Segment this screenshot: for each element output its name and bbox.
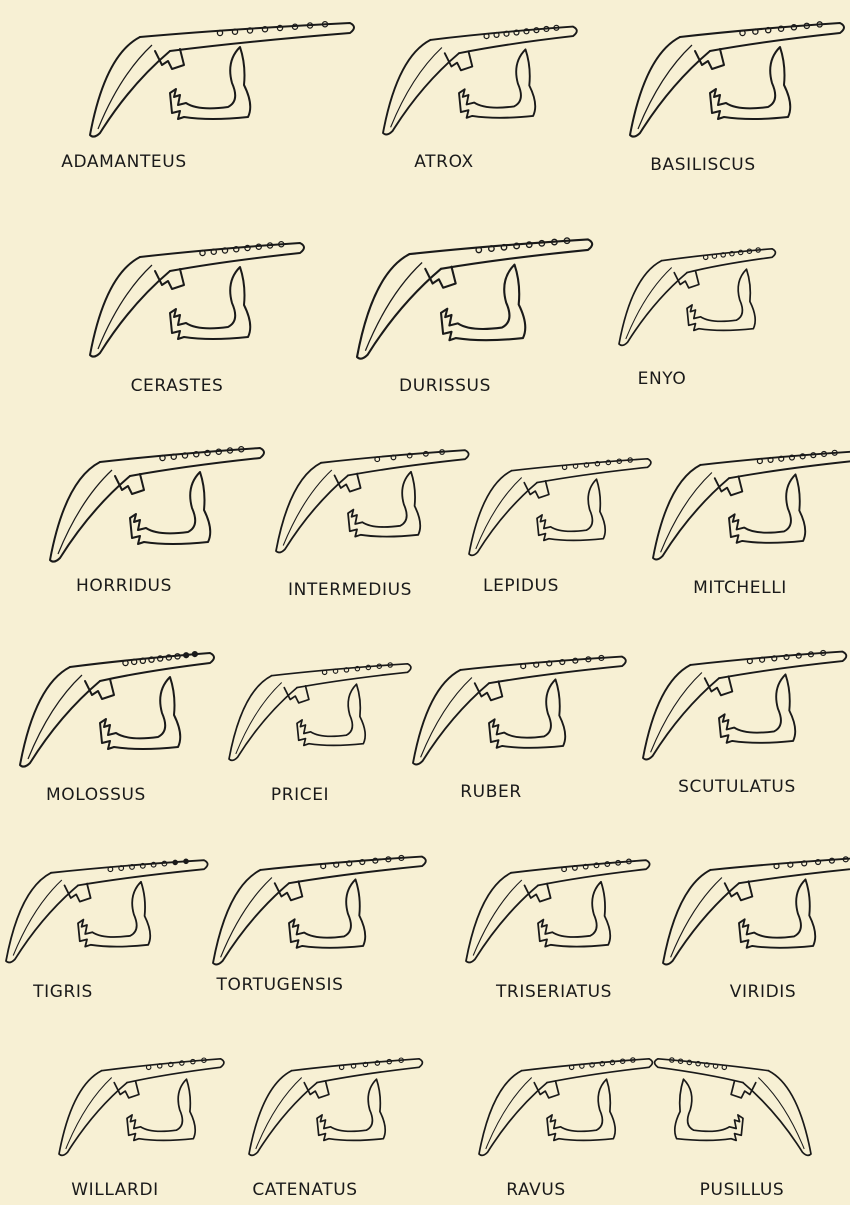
label-horridus: HORRIDUS <box>76 578 172 595</box>
label-ravus: RAVUS <box>506 1182 566 1199</box>
bone-drawing-scutulatus <box>643 650 846 759</box>
label-ruber: RUBER <box>460 784 521 801</box>
label-intermedius: INTERMEDIUS <box>288 582 412 599</box>
bone-drawing-lepidus <box>469 458 651 556</box>
label-durissus: DURISSUS <box>399 378 491 395</box>
label-tigris: TIGRIS <box>33 984 93 1001</box>
bone-drawing-molossus <box>20 652 214 767</box>
label-scutulatus: SCUTULATUS <box>678 779 796 796</box>
bone-drawing-horridus <box>50 447 264 562</box>
label-pricei: PRICEI <box>271 787 329 804</box>
label-lepidus: LEPIDUS <box>483 578 559 595</box>
bone-drawing-durissus <box>357 238 592 359</box>
label-viridis: VIRIDIS <box>730 984 797 1001</box>
label-triseriatus: TRISERIATUS <box>496 984 612 1001</box>
bone-drawing-cerastes <box>90 242 304 357</box>
bone-drawing-adamanteus <box>90 22 354 137</box>
bone-drawing-atrox <box>383 25 577 134</box>
label-cerastes: CERASTES <box>131 378 224 395</box>
bone-drawing-tigris <box>6 859 208 962</box>
bone-drawing-enyo <box>619 248 775 346</box>
label-enyo: ENYO <box>638 371 687 388</box>
label-pusillus: PUSILLUS <box>700 1182 785 1199</box>
bone-drawing-tortugensis <box>213 855 426 964</box>
bone-drawing-basiliscus <box>630 22 844 137</box>
label-mitchelli: MITCHELLI <box>693 580 787 597</box>
bone-drawing-viridis <box>663 855 850 964</box>
bone-drawing-pusillus <box>655 1058 811 1156</box>
bone-drawing-willardi <box>59 1058 224 1155</box>
bone-drawing-ruber <box>413 655 626 764</box>
bone-drawing-intermedius <box>276 450 469 553</box>
bone-drawing-pricei <box>229 663 411 761</box>
label-willardi: WILLARDI <box>71 1182 159 1199</box>
label-adamanteus: ADAMANTEUS <box>61 154 186 171</box>
bone-drawing-mitchelli <box>653 450 850 559</box>
label-catenatus: CATENATUS <box>252 1182 357 1199</box>
bone-drawing-ravus <box>479 1058 652 1156</box>
label-basiliscus: BASILISCUS <box>650 157 755 174</box>
label-tortugensis: TORTUGENSIS <box>217 977 344 994</box>
label-molossus: MOLOSSUS <box>46 787 146 804</box>
bone-drawing-catenatus <box>249 1058 422 1155</box>
label-atrox: ATROX <box>414 154 473 171</box>
bone-drawing-triseriatus <box>466 859 650 962</box>
